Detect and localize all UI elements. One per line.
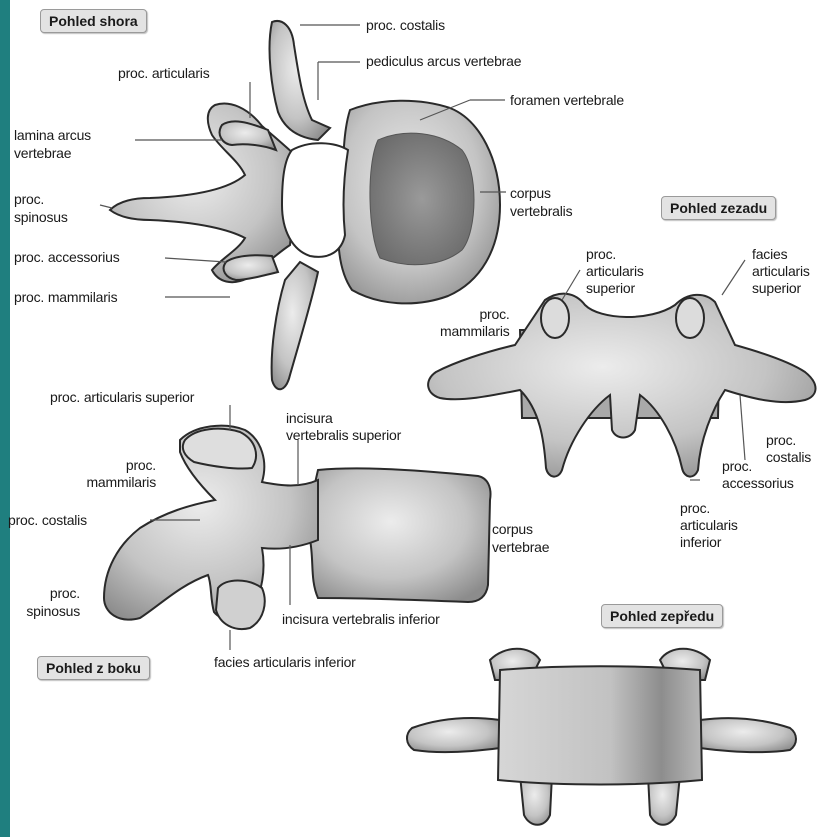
top-foramen-vertebrale xyxy=(282,143,348,257)
top-proc-accessorius xyxy=(224,255,278,280)
label-top-proc-mammilaris: proc. mammilaris xyxy=(14,290,117,304)
label-top-pediculus: pediculus arcus vertebrae xyxy=(366,54,521,68)
label-side-proc-art-sup: proc. articularis superior xyxy=(50,390,194,404)
front-proc-right xyxy=(700,718,796,752)
label-side-proc-costalis: proc. costalis xyxy=(8,513,87,527)
label-side-facies-art-inf: facies articularis inferior xyxy=(214,655,356,669)
view-tag-side: Pohled z boku xyxy=(37,656,150,680)
label-back-facies-art-sup: facies articularis superior xyxy=(752,246,810,297)
label-top-proc-spinosus: proc. spinosus xyxy=(14,190,68,226)
top-spongiosa xyxy=(370,133,474,265)
label-side-proc-spinosus: proc. spinosus xyxy=(16,584,80,620)
side-view-vertebra xyxy=(104,426,491,629)
label-side-incisura-inf: incisura vertebralis inferior xyxy=(282,612,440,626)
label-back-proc-accessorius: proc. accessorius xyxy=(722,458,794,492)
back-facies-left xyxy=(541,298,569,338)
front-corpus xyxy=(498,666,702,784)
label-top-corpus: corpus vertebralis xyxy=(510,184,572,220)
label-top-proc-costalis: proc. costalis xyxy=(366,18,445,32)
back-facies-right xyxy=(676,298,704,338)
label-back-proc-mammilaris: proc. mammilaris xyxy=(440,306,510,340)
view-tag-back: Pohled zezadu xyxy=(661,196,776,220)
view-tag-front: Pohled zepředu xyxy=(601,604,723,628)
label-top-proc-articularis: proc. articularis xyxy=(118,66,210,80)
label-top-lamina: lamina arcus vertebrae xyxy=(14,126,91,162)
label-side-proc-mammilaris: proc. mammilaris xyxy=(62,457,156,491)
side-proc-art-sup xyxy=(183,429,256,469)
label-side-incisura-sup: incisura vertebralis superior xyxy=(286,410,401,444)
top-proc-costalis-upper xyxy=(270,21,330,140)
view-tag-top: Pohled shora xyxy=(40,9,147,33)
side-corpus xyxy=(309,468,490,602)
label-back-proc-art-inf: proc. articularis inferior xyxy=(680,500,738,551)
label-top-proc-accessorius: proc. accessorius xyxy=(14,250,120,264)
top-proc-costalis-lower xyxy=(272,262,318,389)
front-proc-left xyxy=(407,718,500,752)
label-top-foramen: foramen vertebrale xyxy=(510,93,624,107)
side-facies-inf xyxy=(216,581,265,630)
front-view-vertebra xyxy=(407,649,796,825)
label-side-corpus: corpus vertebrae xyxy=(492,520,549,556)
label-back-proc-art-sup: proc. articularis superior xyxy=(586,246,644,297)
